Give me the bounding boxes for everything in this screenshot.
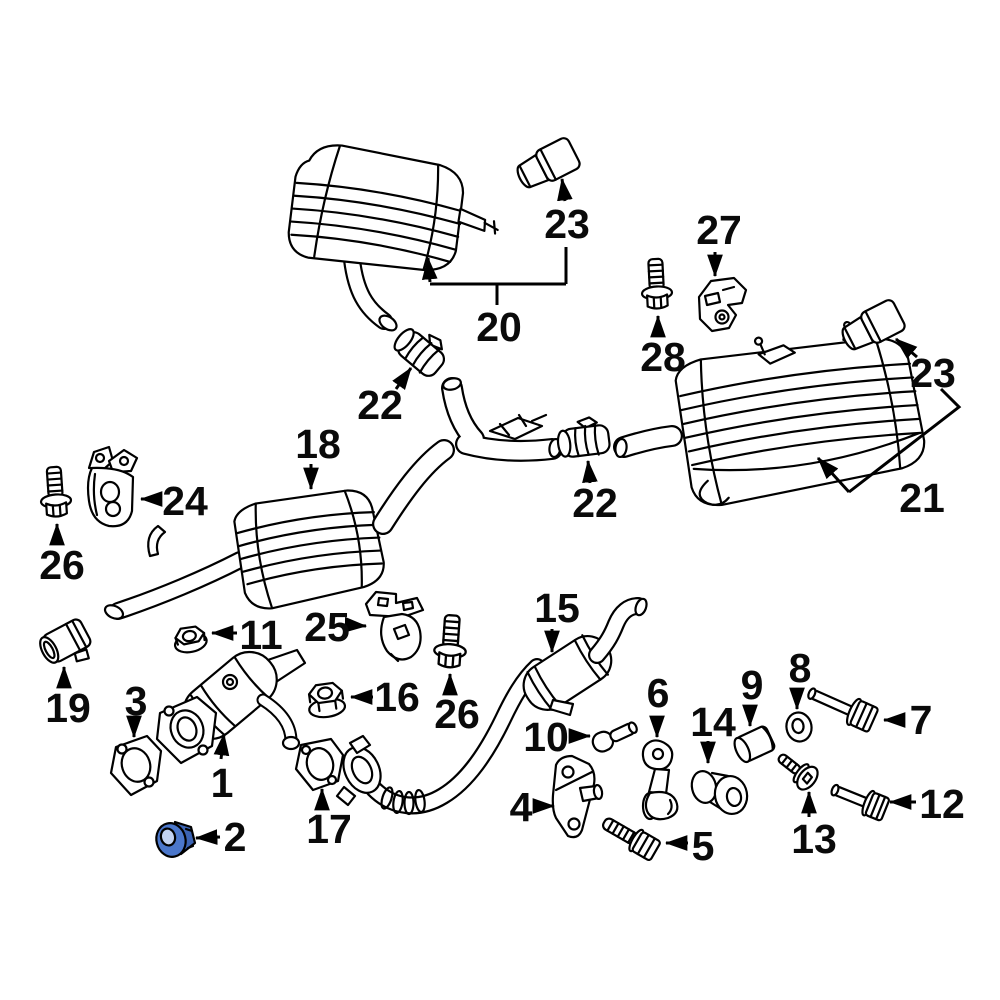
callout-13-label: 13 <box>791 816 837 862</box>
connector-y-pipe <box>372 377 563 535</box>
stud-10 <box>591 721 638 753</box>
spacer-9 <box>733 725 776 764</box>
leader-lines <box>49 177 962 851</box>
bracket-4 <box>551 754 604 839</box>
callout-12-label: 12 <box>919 781 965 827</box>
callout-2-label: 2 <box>224 814 247 860</box>
callout-16-label: 16 <box>374 674 420 720</box>
nut-11 <box>173 625 208 654</box>
muffler-18-outlet-pipe <box>103 524 249 620</box>
callout-11-label: 11 <box>239 612 282 658</box>
center-muffler-18 <box>233 489 385 610</box>
clamp-22b <box>554 414 612 461</box>
callout-22b-label: 22 <box>572 480 618 526</box>
front-pipe-15 <box>335 597 648 816</box>
callout-5-label: 5 <box>692 823 715 869</box>
callout-26b-label: 26 <box>434 691 480 737</box>
muffler-20-downpipe <box>343 251 398 332</box>
bolt-28 <box>639 257 674 311</box>
bolt-12 <box>830 783 890 822</box>
callout-23b-label: 23 <box>910 350 956 396</box>
callout-10-label: 10 <box>523 714 569 760</box>
callout-20-label: 20 <box>476 304 522 350</box>
insulator-2-highlighted <box>155 820 197 858</box>
callout-27-label: 27 <box>696 207 742 253</box>
callout-18-label: 18 <box>295 421 341 467</box>
callout-7-label: 7 <box>910 697 933 743</box>
callout-21-label: 21 <box>899 475 945 521</box>
gasket-17 <box>294 737 345 792</box>
callout-19-label: 19 <box>45 685 91 731</box>
callout-3-label: 3 <box>125 678 148 724</box>
hanger-6 <box>641 739 679 821</box>
bolt-26b <box>431 613 470 670</box>
exhaust-tip-23a <box>511 135 583 196</box>
screw-13 <box>777 753 819 791</box>
rear-muffler-right-21 <box>674 320 926 507</box>
rear-muffler-left-20 <box>287 144 499 272</box>
callout-6-label: 6 <box>647 670 670 716</box>
clamp-19 <box>39 618 92 664</box>
callout-15-label: 15 <box>534 585 580 631</box>
gasket-3 <box>109 734 163 797</box>
callout-22a-label: 22 <box>357 382 403 428</box>
bolt-26a <box>37 464 74 519</box>
callout-17-label: 17 <box>306 806 352 852</box>
callout-28-label: 28 <box>640 334 686 380</box>
bolt-5 <box>602 817 661 862</box>
hanger-bracket-25 <box>364 590 425 663</box>
washer-8 <box>785 711 813 743</box>
bushing-14 <box>690 770 749 816</box>
catalytic-converter-1 <box>155 648 307 765</box>
callout-26a-label: 26 <box>39 542 85 588</box>
hanger-bracket-24 <box>86 445 139 528</box>
callout-25-label: 25 <box>304 604 350 650</box>
clamp-22a <box>388 317 455 382</box>
callout-1-label: 1 <box>211 760 234 806</box>
muffler-21-inlet-pipe <box>613 425 683 459</box>
callout-4-label: 4 <box>510 784 533 830</box>
callout-9-label: 9 <box>741 662 764 708</box>
callout-23a-label: 23 <box>544 201 590 247</box>
bracket-27 <box>697 276 748 333</box>
nut-16 <box>307 681 347 719</box>
bolt-7 <box>807 687 879 733</box>
callout-labels: 1 2 3 4 5 6 7 8 9 10 11 12 13 14 15 16 1… <box>39 201 965 869</box>
callout-8-label: 8 <box>789 645 812 691</box>
callout-14-label: 14 <box>690 699 736 745</box>
callout-24-label: 24 <box>162 478 208 524</box>
